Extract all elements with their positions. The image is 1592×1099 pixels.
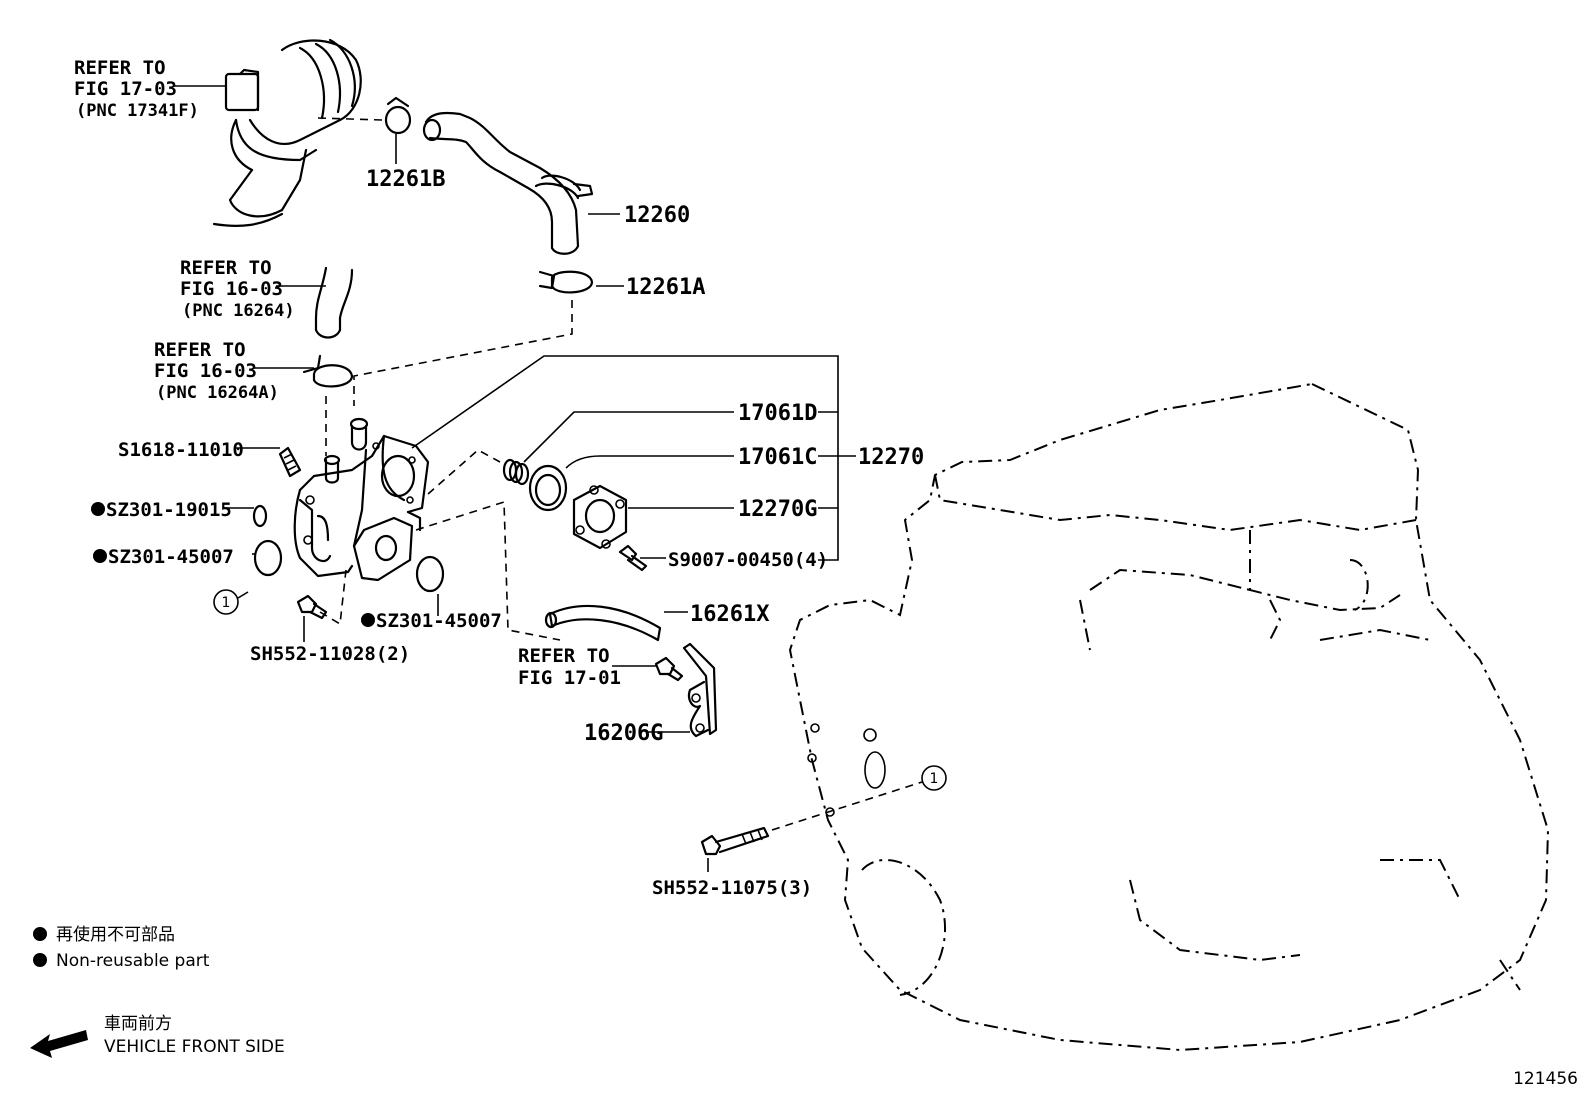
legend-dot-jp [33, 927, 47, 941]
figure-number: 121456 [1513, 1069, 1578, 1089]
ref-fig16-03-hose-line1: REFER TO [180, 257, 272, 279]
callout-marker-engine-text: 1 [930, 771, 939, 787]
front-arrow-icon [30, 1030, 88, 1058]
clamp-16264A [302, 354, 354, 388]
callout-marker-housing: 1 [213, 589, 239, 615]
cover-12270G [572, 484, 628, 550]
leader-lines [174, 85, 856, 872]
dash-housing-spring [427, 449, 501, 495]
gasket-17061C [528, 464, 568, 512]
dash-bolt-engine [771, 781, 923, 831]
ref-fig16-03-hose: REFER TO FIG 16-03 (PNC 16264) [180, 257, 295, 321]
legend-non-reusable-jp: 再使用不可部品 [56, 924, 175, 945]
water-outlet-housing [293, 417, 430, 582]
clamp-12261B [384, 96, 412, 135]
ref-fig17-01-line2: FIG 17-01 [518, 667, 621, 689]
legend-non-reusable-en: Non-reusable part [56, 951, 210, 971]
ref-fig17-03: REFER TO FIG 17-03 (PNC 17341F) [74, 57, 199, 121]
clamp-12261A [538, 270, 594, 294]
ref-fig16-03-hose-line2: FIG 16-03 [180, 278, 283, 300]
part-label-SZ301-45007-right-group: SZ301-45007 [361, 610, 502, 632]
plug-S1618-11010 [278, 446, 302, 478]
ref-fig17-01: REFER TO FIG 17-01 [518, 645, 621, 689]
ref-fig16-03-clamp-line1: REFER TO [154, 339, 246, 361]
non-reusable-dot-3 [361, 613, 375, 627]
hose-end-16264 [314, 266, 354, 339]
non-reusable-dot-2 [93, 549, 107, 563]
part-label-S9007-00450: S9007-00450(4) [668, 549, 828, 571]
part-label-12261B: 12261B [366, 167, 445, 192]
part-label-12270: 12270 [858, 445, 924, 470]
dash-housing-pipe [415, 500, 561, 641]
part-label-16261X: 16261X [690, 602, 769, 627]
ref-fig17-01-line1: REFER TO [518, 645, 610, 667]
part-label-17061D: 17061D [738, 401, 817, 426]
part-label-S1618-11010: S1618-11010 [118, 439, 244, 461]
bolt-S9007-00450 [618, 544, 648, 572]
part-label-SH552-11075: SH552-11075(3) [652, 877, 812, 899]
ref-fig16-03-clamp: REFER TO FIG 16-03 (PNC 16264A) [154, 339, 279, 403]
spring-17061D [502, 458, 530, 486]
pipe-16261X [544, 604, 662, 642]
legend-front-en: VEHICLE FRONT SIDE [104, 1037, 285, 1057]
bolt-fig17-01 [654, 656, 684, 682]
part-label-16206G: 16206G [584, 721, 663, 746]
ref-fig16-03-hose-pnc: (PNC 16264) [182, 301, 295, 321]
part-label-17061C: 17061C [738, 445, 817, 470]
part-label-SZ301-19015-group: SZ301-19015 [91, 499, 232, 521]
oring-SZ301-45007-left [253, 539, 283, 577]
part-label-SZ301-45007-right: SZ301-45007 [376, 610, 502, 632]
part-label-SZ301-45007-left-group: SZ301-45007 [93, 546, 234, 568]
callout-marker-engine: 1 [921, 765, 947, 791]
dash-bolt-housing [319, 569, 347, 626]
ref-fig17-03-pnc: (PNC 17341F) [76, 101, 199, 121]
part-label-SZ301-19015: SZ301-19015 [106, 499, 232, 521]
oring-SZ301-45007-right [415, 555, 445, 593]
part-label-SH552-11028: SH552-11028(2) [250, 643, 410, 665]
hose-12260 [422, 111, 594, 255]
legend-front-jp: 車両前方 [104, 1014, 172, 1034]
ref-fig17-03-line2: FIG 17-03 [74, 78, 177, 100]
ref-fig16-03-clamp-pnc: (PNC 16264A) [156, 383, 279, 403]
legend-dot-en [33, 953, 47, 967]
ref-fig17-03-line1: REFER TO [74, 57, 166, 79]
part-label-SZ301-45007-left: SZ301-45007 [108, 546, 234, 568]
part-label-12261A: 12261A [626, 275, 705, 300]
part-label-12260: 12260 [624, 203, 690, 228]
bracket-16206G [682, 642, 718, 738]
non-reusable-dot-1 [91, 502, 105, 516]
ref-fig16-03-clamp-line2: FIG 16-03 [154, 360, 257, 382]
bolt-SH552-11028 [296, 594, 328, 620]
legend-vehicle-front: 車両前方 VEHICLE FRONT SIDE [30, 1014, 285, 1058]
callout-marker-housing-text: 1 [222, 595, 231, 611]
legend-non-reusable: 再使用不可部品 Non-reusable part [33, 924, 210, 971]
engine-block-outline [788, 382, 1550, 1052]
air-duct-illustration [212, 38, 362, 227]
oring-SZ301-19015 [252, 504, 268, 528]
dash-clamp-outlet [353, 300, 573, 406]
dash-duct-clamp [317, 117, 383, 121]
bolt-SH552-11075 [700, 826, 770, 856]
part-label-12270G: 12270G [738, 497, 817, 522]
